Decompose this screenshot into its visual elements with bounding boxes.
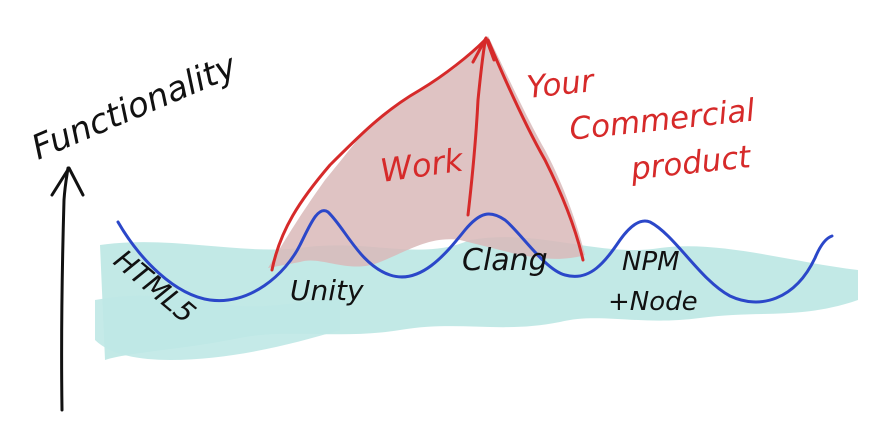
platform-wave xyxy=(116,209,834,304)
label-commercial: Commercial xyxy=(568,92,757,147)
label-your-commercial-product: Your Commercial product xyxy=(525,46,771,198)
work-mountain xyxy=(268,36,585,268)
label-product: product xyxy=(628,139,754,188)
label-npm-line: NPM xyxy=(622,247,680,277)
label-your: Your xyxy=(525,63,598,106)
foundation-band-extra xyxy=(95,295,340,360)
label-node-line: +Node xyxy=(608,287,698,317)
work-mountain-outline-left xyxy=(270,38,487,272)
work-arrow-shaft xyxy=(466,40,487,217)
work-mountain-outline-right xyxy=(486,38,585,262)
y-axis-arrowhead xyxy=(50,166,85,197)
label-clang: Clang xyxy=(462,243,548,278)
label-npm-node: NPM +Node xyxy=(608,247,698,317)
y-axis-line xyxy=(60,166,70,412)
y-axis-label: Functionality xyxy=(26,46,243,168)
label-unity: Unity xyxy=(290,274,364,307)
work-arrow-head xyxy=(471,36,496,64)
